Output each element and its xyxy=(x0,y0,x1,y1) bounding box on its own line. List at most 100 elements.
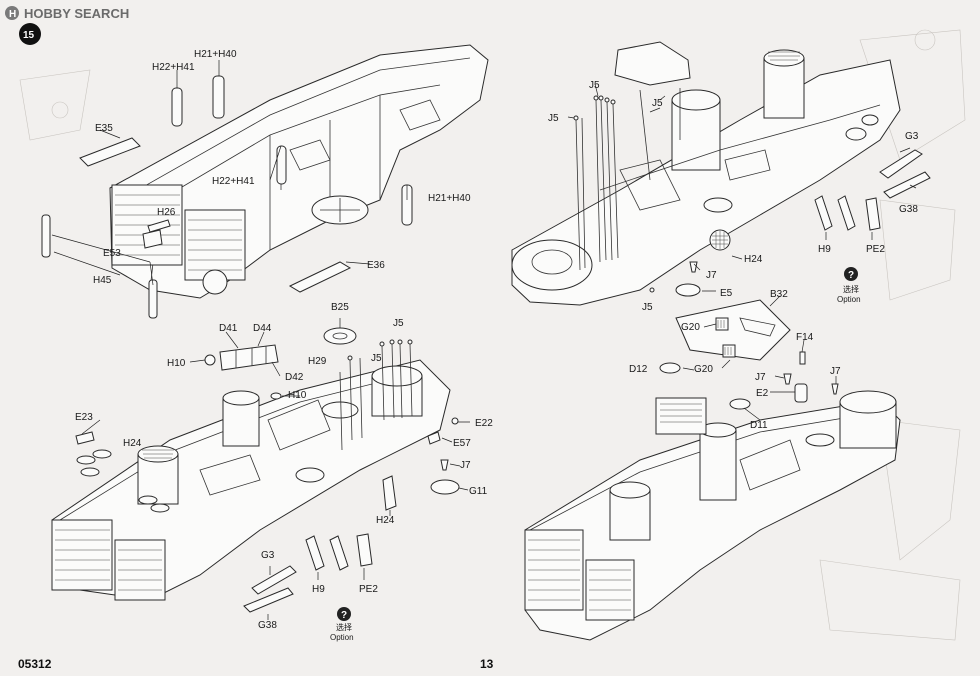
label-p1-h22h41-b: H22+H41 xyxy=(212,176,255,187)
part-g38-boat xyxy=(883,171,931,199)
part-b32-platform xyxy=(675,299,791,361)
panel-top-left xyxy=(41,44,489,319)
option-note-2-en: Option xyxy=(330,633,354,642)
part-e22 xyxy=(451,417,459,425)
watermark-logo-mark: H xyxy=(9,9,16,20)
label-p3-j7: J7 xyxy=(460,460,471,471)
part-h26 xyxy=(147,219,171,233)
watermark: H HOBBY SEARCH xyxy=(5,6,129,21)
panel-bottom-left: ? 选择 Option xyxy=(51,318,470,642)
part-j7 xyxy=(440,459,449,471)
part-d41-d44 xyxy=(219,344,279,371)
label-p2-j7: J7 xyxy=(706,270,717,281)
label-p3-g3: G3 xyxy=(261,550,275,561)
hull-deck-drawing-3 xyxy=(51,359,451,601)
part-pe2 xyxy=(865,197,881,231)
label-p1-h21h40-a: H21+H40 xyxy=(194,49,237,60)
option-note-2-glyph: ? xyxy=(341,610,347,621)
mast-post-h45-b xyxy=(148,279,158,319)
label-p3-j5-a: J5 xyxy=(393,318,404,329)
watermark-logo-icon xyxy=(5,6,19,20)
label-p4-j7-b: J7 xyxy=(830,366,841,377)
label-p4-g20-a: G20 xyxy=(681,322,700,333)
part-f14 xyxy=(799,351,806,365)
footer-page-number: 13 xyxy=(480,657,494,671)
part-j7-b xyxy=(831,383,839,395)
panel-bottom-right xyxy=(524,295,901,641)
part-h24-mesh xyxy=(709,229,731,251)
part-h9-b xyxy=(305,535,349,571)
label-p3-h29: H29 xyxy=(308,356,327,367)
label-p2-pe2: PE2 xyxy=(866,244,885,255)
label-p3-d41: D41 xyxy=(219,323,238,334)
hull-deck-drawing-4 xyxy=(524,390,901,641)
label-p2-j5-c: J5 xyxy=(652,98,663,109)
step-badge: 15 xyxy=(19,23,41,45)
label-p4-f14: F14 xyxy=(796,332,814,343)
label-p3-d44: D44 xyxy=(253,323,272,334)
part-h24-discs xyxy=(76,449,170,513)
part-h9b xyxy=(837,195,856,231)
rods-j5-b xyxy=(339,339,413,451)
part-g38-boat-b xyxy=(243,587,294,613)
label-p1-e36: E36 xyxy=(367,260,385,271)
option-note-1-glyph: ? xyxy=(848,270,854,281)
part-e23 xyxy=(75,431,95,445)
label-p2-j5-d: J5 xyxy=(642,302,653,313)
panel-part-e36 xyxy=(288,261,352,293)
part-e5 xyxy=(675,283,701,297)
label-p1-e53: E53 xyxy=(103,248,121,259)
label-p2-e5: E5 xyxy=(720,288,733,299)
label-p3-h24-b: H24 xyxy=(376,515,395,526)
label-p2-h9: H9 xyxy=(818,244,831,255)
label-p4-g20-b: G20 xyxy=(694,364,713,375)
label-p3-h10-a: H10 xyxy=(167,358,186,369)
label-p4-d11: D11 xyxy=(750,420,768,431)
label-p4-j7-a: J7 xyxy=(755,372,766,383)
part-h10 xyxy=(204,354,216,366)
label-p1-e35: E35 xyxy=(95,123,113,134)
option-note-1-en: Option xyxy=(837,295,861,304)
label-p3-h24-a: H24 xyxy=(123,438,142,449)
footer-code: 05312 xyxy=(18,657,52,671)
hull-deck-drawing-2 xyxy=(511,41,901,306)
label-p2-g3: G3 xyxy=(905,131,919,142)
label-p3-e57: E57 xyxy=(453,438,471,449)
part-g20 xyxy=(715,317,736,358)
part-d12-stack xyxy=(655,397,707,435)
option-note-2-cn: 选择 xyxy=(336,622,352,632)
option-note-1: ? 选择 Option xyxy=(837,267,861,304)
label-p1-h22h41-a: H22+H41 xyxy=(152,62,195,73)
label-p3-b25: B25 xyxy=(331,302,349,313)
part-g11 xyxy=(430,479,460,495)
label-p2-j5-a: J5 xyxy=(589,80,600,91)
label-p3-e22: E22 xyxy=(475,418,493,429)
label-p3-h9: H9 xyxy=(312,584,325,595)
label-p3-e23: E23 xyxy=(75,412,93,423)
panel-part-e35 xyxy=(79,137,141,167)
label-p2-j5-b: J5 xyxy=(548,113,559,124)
part-g3-boat xyxy=(879,149,923,179)
watermark-text: HOBBY SEARCH xyxy=(24,6,129,21)
hull-deck-drawing-1 xyxy=(109,44,489,299)
option-note-1-cn: 选择 xyxy=(843,284,859,294)
option-note-2: ? 选择 Option xyxy=(330,607,354,642)
mast-post-h22h41-a xyxy=(171,87,183,127)
part-h24-chain xyxy=(382,475,397,511)
part-h9 xyxy=(814,195,833,231)
mast-post-h45-a xyxy=(41,214,51,258)
part-e57 xyxy=(427,431,441,445)
part-pe2-b xyxy=(356,533,373,567)
part-j7-a xyxy=(783,373,792,385)
label-p4-e2: E2 xyxy=(756,388,769,399)
label-p3-j5-b: J5 xyxy=(371,353,382,364)
panel-top-right: ? 选择 Option xyxy=(511,41,931,306)
label-p3-d42: D42 xyxy=(285,372,304,383)
part-g3-boat-b xyxy=(251,565,297,595)
part-d12 xyxy=(659,362,681,374)
label-p1-h26: H26 xyxy=(157,207,176,218)
label-p2-g38: G38 xyxy=(899,204,918,215)
label-p2-h24: H24 xyxy=(744,254,763,265)
step-number: 15 xyxy=(23,30,35,41)
